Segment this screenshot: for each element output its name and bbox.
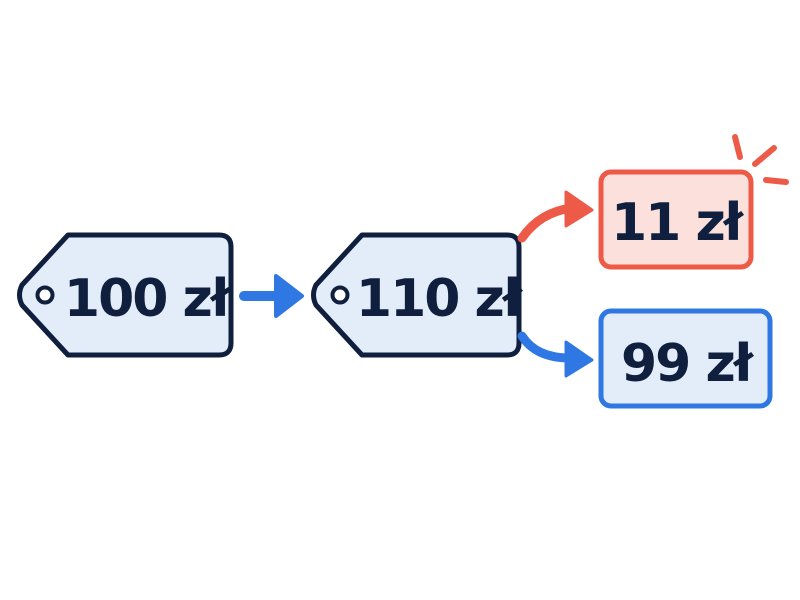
decrease-price-label: 99 zł [621, 334, 755, 394]
tag-hole-icon [35, 285, 55, 305]
price-tag-start: 100 zł [17, 232, 234, 358]
price-tag-icon [17, 232, 234, 358]
result-box-red [598, 169, 754, 270]
result-box-increase: 11 zł [598, 169, 754, 270]
curved-arrow-down-icon [517, 331, 594, 378]
tag-hole-icon [330, 285, 350, 305]
burst-icon [732, 134, 789, 185]
increase-price-label: 11 zł [611, 193, 745, 253]
result-box-decrease: 99 zł [598, 308, 773, 409]
arrow-right-icon [239, 274, 304, 318]
result-box-blue [598, 308, 773, 409]
raised-price-label: 110 zł [356, 269, 524, 329]
start-price-label: 100 zł [64, 269, 232, 329]
curved-arrow-up-icon [517, 190, 594, 243]
price-tag-raised: 110 zł [311, 232, 526, 358]
price-tag-icon [311, 232, 522, 358]
